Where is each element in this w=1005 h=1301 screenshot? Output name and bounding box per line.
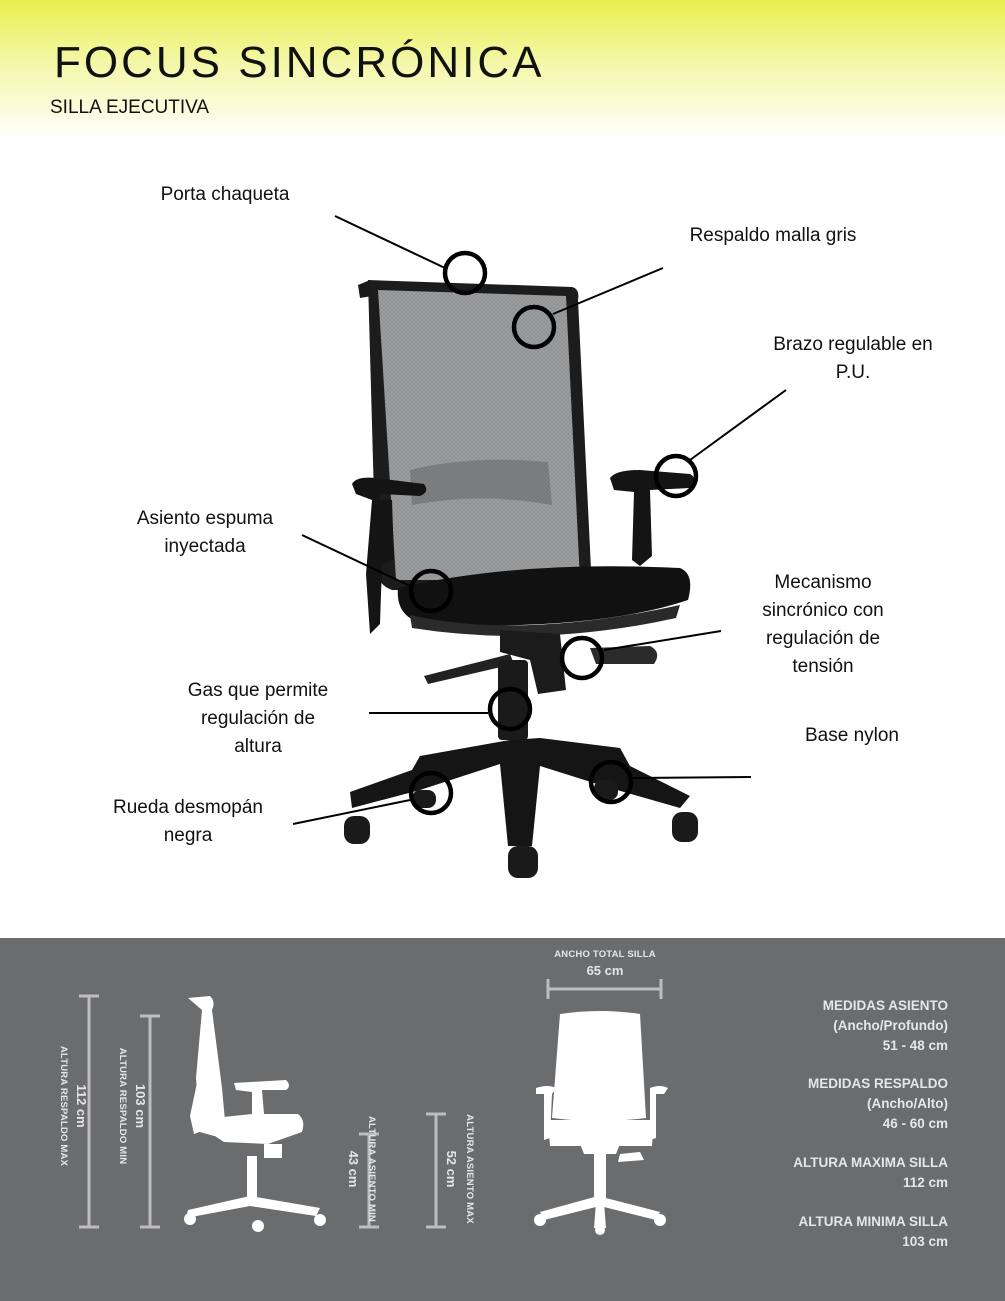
gas-column — [498, 660, 528, 740]
callout-marker — [408, 568, 454, 614]
spec-medidas-asiento: MEDIDAS ASIENTO (Ancho/Profundo) 51 - 48… — [822, 998, 948, 1053]
label-porta-chaqueta: Porta chaqueta — [160, 184, 290, 205]
callout-marker — [559, 635, 605, 681]
callout-marker — [511, 304, 557, 350]
callout-marker — [588, 759, 634, 805]
callout-circles — [408, 250, 699, 816]
chair-front-silhouette — [534, 1011, 668, 1235]
spec-altura-maxima: ALTURA MAXIMA SILLA 112 cm — [793, 1155, 948, 1190]
callout-marker — [442, 250, 488, 296]
casters — [344, 780, 698, 878]
label-brazo: Brazo regulable en P.U. — [773, 334, 933, 383]
label-gas: Gas que permite regulación de altura — [187, 680, 329, 757]
callout-marker — [653, 453, 699, 499]
callout-marker — [487, 686, 533, 732]
label-mecanismo: Mecanismo sincrónico con regulación de t… — [762, 572, 884, 677]
dimension-lines — [79, 979, 663, 1229]
backrest-mesh — [378, 290, 580, 580]
spec-altura-minima: ALTURA MINIMA SILLA 103 cm — [798, 1214, 948, 1249]
label-respaldo: Respaldo malla gris — [689, 225, 857, 246]
right-armrest — [610, 470, 695, 566]
chair-side-silhouette — [184, 996, 326, 1232]
label-asiento: Asiento espuma inyectada — [136, 508, 274, 557]
left-armrest — [352, 477, 427, 634]
chair-illustration — [292, 215, 787, 878]
dim-respaldo-max: 112 cm ALTURA RESPALDO MAX — [58, 1045, 89, 1167]
dim-asiento-max: ALTURA ASIENTO MAX 52 cm — [444, 1114, 475, 1224]
specs-panel: ANCHO TOTAL SILLA 65 cm 112 cm ALTURA RE… — [0, 938, 1005, 1301]
page-title: FOCUS SINCRÓNICA — [54, 38, 545, 87]
dim-asiento-min: ALTURA ASIENTO MIN 43 cm — [346, 1116, 377, 1222]
callout-lines — [292, 215, 787, 825]
label-base: Base nylon — [804, 725, 899, 746]
dimension-drawings — [79, 979, 668, 1235]
dim-respaldo-min: 103 cm ALTURA RESPALDO MIN — [117, 1047, 148, 1165]
base — [350, 738, 690, 846]
seat-cushion — [397, 566, 691, 626]
header-band — [0, 0, 1005, 140]
callout-marker — [408, 770, 454, 816]
spec-medidas-respaldo: MEDIDAS RESPALDO (Ancho/Alto) 46 - 60 cm — [807, 1076, 948, 1131]
dim-ancho-total: ANCHO TOTAL SILLA 65 cm — [554, 949, 656, 978]
mechanism — [500, 630, 566, 694]
page-subtitle: SILLA EJECUTIVA — [50, 97, 210, 118]
label-rueda: Rueda desmopán negra — [113, 797, 263, 846]
